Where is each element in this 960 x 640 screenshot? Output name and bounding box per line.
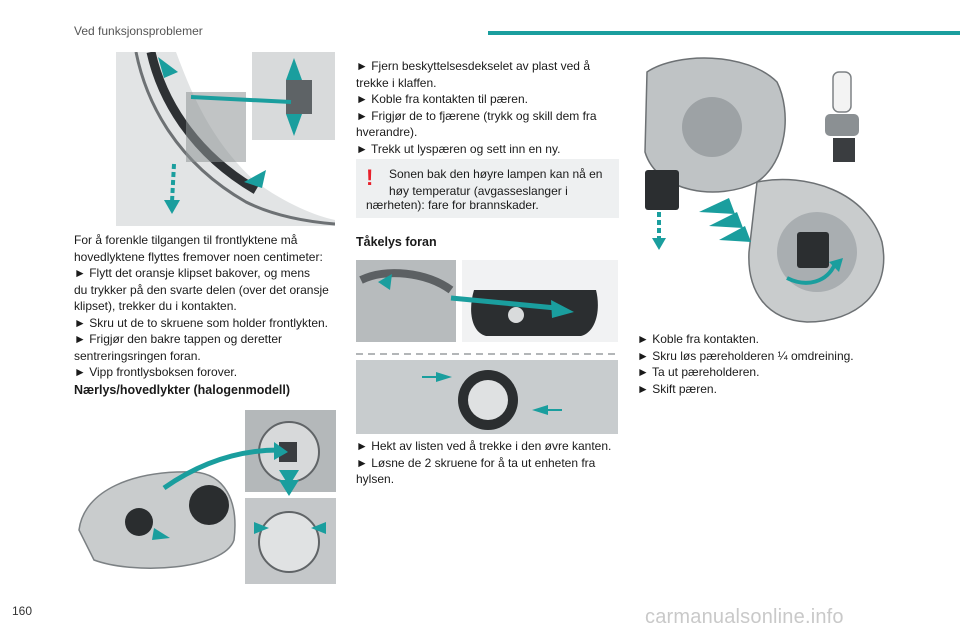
middle-step-line: hverandre). — [356, 125, 418, 139]
heading-front-fog-lamps: Tåkelys foran — [356, 235, 437, 249]
left-text-line: hovedlyktene flyttes fremover noen centi… — [74, 249, 323, 264]
left-text-line: ► Flytt det oransje klipset bakover, og … — [74, 266, 310, 280]
right-step-line: ► Skift pæren. — [637, 381, 717, 396]
halogen-headlamp-illustration — [74, 410, 336, 584]
middle-column-steps: ► Fjern beskyttelsesdekselet av plast ve… — [356, 58, 626, 157]
warning-box: ! Sonen bak den høyre lampen kan nå en h… — [356, 159, 619, 218]
left-text-line: ► Vipp frontlysboksen forover. — [74, 365, 238, 379]
left-text-line: ► Frigjør den bakre tappen og deretter — [74, 332, 282, 346]
heading-halogen-headlamps: Nærlys/hovedlykter (halogenmodell) — [74, 383, 291, 397]
warning-text: Sonen bak den høyre lampen kan nå en høy… — [389, 166, 611, 199]
header-accent-bar — [488, 31, 960, 35]
left-text-line: For å forenkle tilgangen til frontlykten… — [74, 233, 298, 247]
fog-bulb-holder-illustration — [637, 52, 899, 328]
warning-line: Sonen bak den høyre lampen kan nå en — [389, 167, 603, 181]
left-text-line: sentreringsringen foran. — [74, 348, 201, 363]
middle-column-after-steps: ► Hekt av listen ved å trekke i den øvre… — [356, 438, 626, 488]
headlamp-access-illustration — [116, 52, 335, 226]
left-text-line: ► Skru ut de to skruene som holder front… — [74, 315, 328, 330]
left-text-line: du trykker på den svarte delen (over det… — [74, 282, 329, 297]
middle-step-line: ► Trekk ut lyspæren og sett inn en ny. — [356, 141, 561, 156]
middle-step-line: trekke i klaffen. — [356, 75, 437, 90]
middle-step-line: ► Koble fra kontakten til pæren. — [356, 92, 528, 106]
warning-line: høy temperatur (avgasseslanger i — [389, 183, 568, 198]
middle-step-line: ► Fjern beskyttelsesdekselet av plast ve… — [356, 59, 590, 73]
watermark: carmanualsonline.info — [645, 606, 844, 628]
left-column-text: For å forenkle tilgangen til frontlykten… — [74, 232, 344, 381]
right-step-line: ► Skru løs pæreholderen ¼ omdreining. — [637, 348, 854, 363]
header-section-title: Ved funksjonsproblemer — [74, 24, 203, 38]
right-step-line: ► Koble fra kontakten. — [637, 332, 759, 346]
page-number: 160 — [12, 604, 33, 618]
middle-after-line: ► Løsne de 2 skruene for å ta ut enheten… — [356, 455, 596, 470]
middle-after-line: ► Hekt av listen ved å trekke i den øvre… — [356, 439, 612, 453]
warning-line: nærheten): fare for brannskader. — [366, 198, 539, 212]
right-step-line: ► Ta ut pæreholderen. — [637, 365, 760, 379]
fog-lamp-illustration — [356, 260, 618, 434]
middle-step-line: ► Frigjør de to fjærene (trykk og skill … — [356, 108, 597, 123]
middle-after-line: hylsen. — [356, 472, 395, 486]
left-text-line: klipset), trekker du i kontakten. — [74, 299, 237, 313]
right-column-steps: ► Koble fra kontakten. ► Skru løs pæreho… — [637, 331, 907, 397]
warning-icon: ! — [366, 165, 374, 190]
